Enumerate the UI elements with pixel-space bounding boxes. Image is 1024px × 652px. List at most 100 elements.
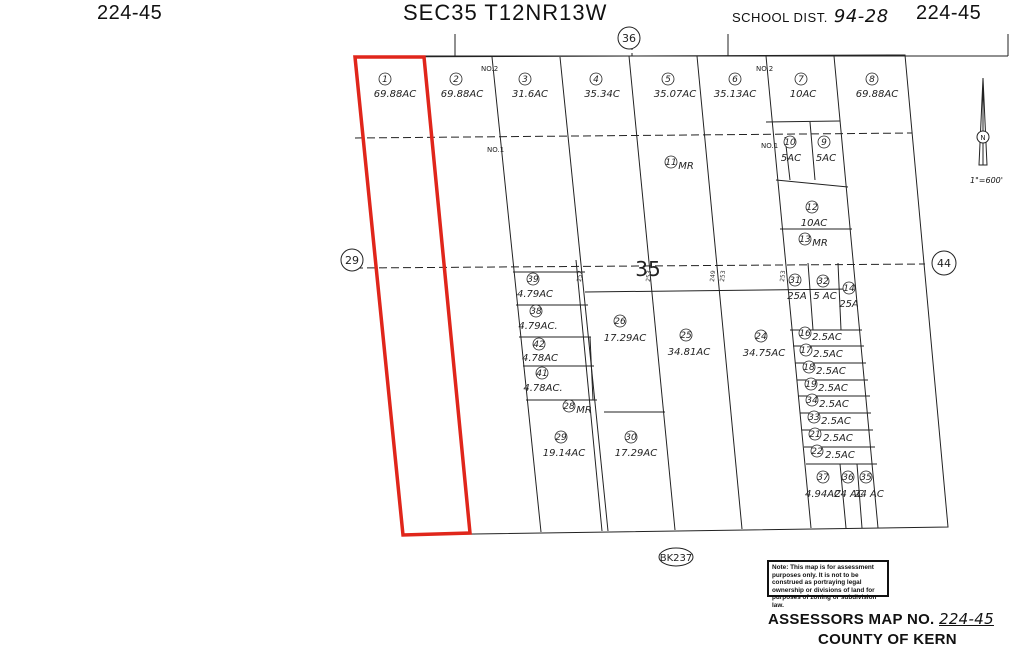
lot-area: 4.78AC. — [523, 383, 562, 394]
lot-number-circle[interactable] — [804, 377, 818, 391]
lot-number-circle[interactable] — [805, 393, 819, 407]
adjacent-section-right: 44 — [937, 257, 951, 270]
lot-number-circle[interactable] — [802, 360, 816, 374]
adjacent-book-bottom: BK237 — [660, 553, 693, 564]
lot-area: 69.88AC — [374, 89, 416, 100]
lot-area: 34.75AC — [743, 348, 785, 359]
lot-number: 8 — [869, 75, 875, 85]
lot-number-circle[interactable] — [449, 72, 463, 86]
lot-number: 18 — [803, 363, 815, 373]
lot-number-circle[interactable] — [799, 343, 813, 357]
lot-number-circle[interactable] — [817, 135, 831, 149]
section-title: SEC35 T12NR13W — [403, 0, 608, 25]
lot-number-circle[interactable] — [798, 232, 812, 246]
lot-number-circle[interactable] — [798, 326, 812, 340]
lot-number-circle[interactable] — [518, 72, 532, 86]
lot-number: 25 — [680, 331, 692, 341]
lot-number-circle[interactable] — [841, 470, 855, 484]
dim-label: 249 — [709, 270, 717, 282]
lot-area: 5AC — [816, 153, 836, 164]
lot-area: 4.78AC — [522, 353, 558, 364]
lot-number: 41 — [536, 369, 547, 379]
adjacent-section-left: 29 — [345, 254, 359, 267]
lot-number-circle[interactable] — [810, 444, 824, 458]
dim-label: 253 — [645, 270, 653, 282]
lot-area: 69.88AC — [441, 89, 483, 100]
lot-number-circle[interactable] — [535, 366, 549, 380]
lot-number-circle[interactable] — [664, 155, 678, 169]
lot-number-circle[interactable] — [728, 72, 742, 86]
lot-area: 69.88AC — [856, 89, 898, 100]
lot-area: 5AC — [781, 153, 801, 164]
lot-number: 10 — [784, 138, 796, 148]
lot-number: 4 — [593, 75, 599, 85]
lot-number: 13 — [799, 235, 811, 245]
adjacent-section-right-circle[interactable] — [931, 250, 957, 276]
lot-number-circle[interactable] — [679, 328, 693, 342]
lot-number-circle[interactable] — [788, 273, 802, 287]
lot-area: 2.5AC — [825, 450, 855, 461]
school-dist: SCHOOL DIST. 94-28 — [732, 5, 889, 28]
lot-number-circle[interactable] — [754, 329, 768, 343]
lot-area: 2.5AC — [819, 399, 849, 410]
lot-area: 17.29AC — [604, 333, 646, 344]
lot-number: 5 — [665, 75, 671, 85]
adjacent-book-bottom-ellipse[interactable] — [658, 547, 694, 567]
adjacent-section-top-circle[interactable] — [617, 26, 641, 50]
lot-number-circle[interactable] — [554, 430, 568, 444]
lot-number: 7 — [798, 75, 804, 85]
lot-number: 33 — [808, 413, 820, 423]
lot-number: 35 — [860, 473, 872, 483]
lot-number-circle[interactable] — [589, 72, 603, 86]
lot-area: 10AC — [801, 218, 828, 229]
lot-number-circle[interactable] — [859, 470, 873, 484]
lot-number: 6 — [732, 75, 738, 85]
lot-number-circle[interactable] — [562, 399, 576, 413]
lot-area: 2.5AC — [823, 433, 853, 444]
lot-number-circle[interactable] — [807, 410, 821, 424]
lot-number: 24 — [755, 332, 767, 342]
lot-area: 2.5AC — [816, 366, 846, 377]
lot-number: 1 — [382, 75, 388, 85]
lot-area: 24 AC — [834, 489, 864, 500]
lot-number-circle[interactable] — [808, 427, 822, 441]
lot-number-circle[interactable] — [526, 272, 540, 286]
lot-number-circle[interactable] — [805, 200, 819, 214]
lot-number-circle[interactable] — [624, 430, 638, 444]
lot-area: 35.13AC — [714, 89, 756, 100]
section-number: 35 — [635, 257, 660, 281]
lot-area: 2.5AC — [821, 416, 851, 427]
lot-number: 11 — [665, 158, 676, 168]
lot-area: 35.07AC — [654, 89, 696, 100]
lot-number-circle[interactable] — [794, 72, 808, 86]
lot-area: 4.94AC — [805, 489, 841, 500]
lot-number-circle[interactable] — [816, 274, 830, 288]
row-tag-no2-b: NO.2 — [756, 65, 773, 73]
lot-number: 28 — [563, 402, 575, 412]
lot-number-circle[interactable] — [783, 135, 797, 149]
school-dist-value: 94-28 — [833, 6, 889, 27]
lot-number-circle[interactable] — [529, 304, 543, 318]
lot-number-circle[interactable] — [865, 72, 879, 86]
highlighted-parcel[interactable] — [353, 55, 472, 537]
adjacent-section-left-circle[interactable] — [340, 248, 364, 272]
lot-number-circle[interactable] — [842, 281, 856, 295]
school-dist-label: SCHOOL DIST. — [732, 10, 828, 25]
lot-area: 4.79AC. — [518, 321, 557, 332]
adjacent-section-top: 36 — [622, 32, 636, 45]
lot-number-circle[interactable] — [613, 314, 627, 328]
lot-number-circle[interactable] — [532, 337, 546, 351]
lot-labels: 169.88AC269.88AC331.6AC435.34C535.07AC63… — [374, 72, 898, 500]
lot-number-circle[interactable] — [816, 470, 830, 484]
row-tag-no1-b: NO.1 — [761, 142, 778, 150]
map-no-label: ASSESSORS MAP NO. — [768, 611, 935, 628]
lot-area: 31.6AC — [512, 89, 548, 100]
lot-number: 17 — [800, 346, 812, 356]
lot-number: 32 — [817, 277, 829, 287]
row-tag-no1-a: NO.1 — [487, 146, 504, 154]
lot-area: 5 AC — [813, 291, 836, 302]
section-outline — [354, 54, 949, 536]
lot-number-circle[interactable] — [661, 72, 675, 86]
lot-number-circle[interactable] — [378, 72, 392, 86]
lot-number: 16 — [799, 329, 811, 339]
